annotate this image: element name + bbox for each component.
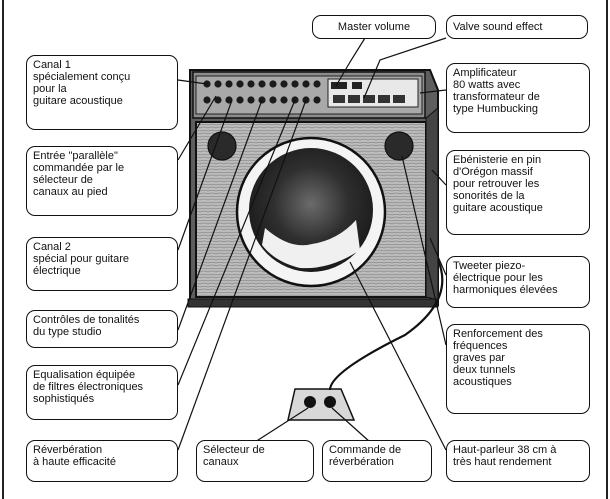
callout-canal-2: Canal 2 spécial pour guitare électrique [26,237,178,291]
cabinet [187,69,439,308]
callout-canal-1: Canal 1 spécialement conçu pour la guita… [26,55,178,130]
callout-valve-sound-effect: Valve sound effect [446,15,588,39]
callout-renforcement: Renforcement des fréquences graves par d… [446,324,590,414]
callout-amplificateur: Amplificateur 80 watts avec transformate… [446,63,590,133]
callout-tweeter: Tweeter piezo- électrique pour les harmo… [446,256,590,308]
callout-reverberation: Réverbération à haute efficacité [26,440,178,482]
footswitch [287,388,356,421]
callout-ebenisterie: Ebénisterie en pin d'Orégon massif pour … [446,150,590,235]
callout-selecteur-canaux: Sélecteur de canaux [196,440,314,482]
leader-lines [177,37,447,451]
left-border-line [2,0,4,499]
pedal-cable [328,259,444,391]
callout-equalisation: Equalisation équipée de filtres électron… [26,365,178,420]
callout-haut-parleur: Haut-parleur 38 cm à très haut rendement [446,440,590,482]
callout-commande-reverberation: Commande de réverbération [322,440,432,482]
callout-entree-parallele: Entrée "parallèle" commandée par le séle… [26,146,178,216]
right-border-line [606,0,608,499]
callout-controles-tonalites: Contrôles de tonalités du type studio [26,310,178,348]
callout-master-volume: Master volume [312,15,436,39]
